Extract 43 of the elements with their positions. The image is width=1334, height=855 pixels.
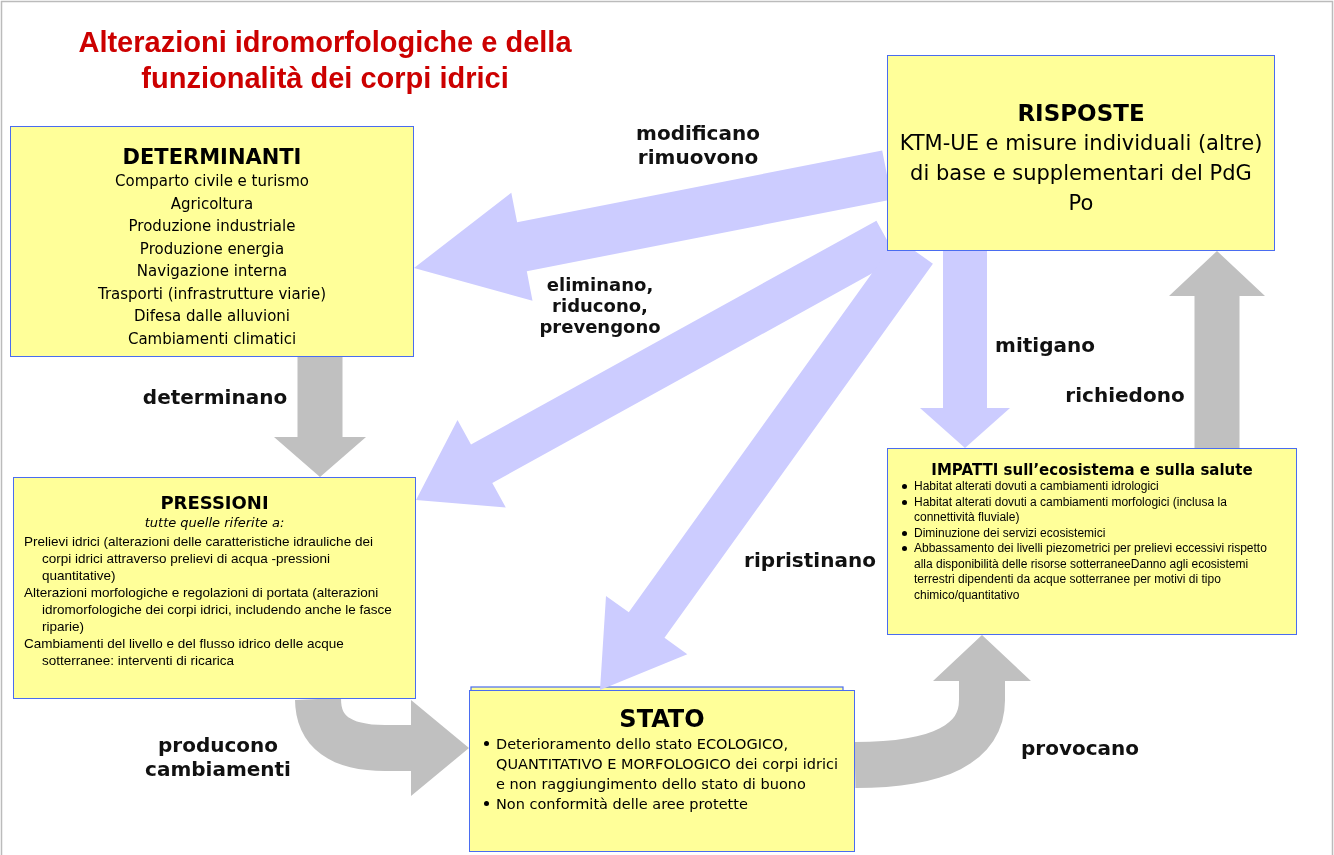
list-item: Non conformità delle aree protette	[496, 794, 749, 814]
box-title: IMPATTI sull’ecosistema e sulla salute	[930, 461, 1254, 479]
box-text: Prelievi idrici (alterazioni delle caratteristiche idrauliche dei corpi idrici attraverso prelievi di acqua -pressioni quantitative)	[24, 532, 374, 584]
box-title: STATO	[618, 705, 706, 734]
box-title: DETERMINANTI	[121, 145, 303, 171]
box-text: Cambiamenti climatici	[126, 328, 298, 350]
text-box	[13, 477, 416, 699]
list-item: Diminuzione dei servizi ecosistemici	[914, 525, 1107, 541]
list-item: Deterioramento dello stato ECOLOGICO, QUANTITATIVO E MORFOLOGICO dei corpi idrici e non raggiungimento dello stato di buono	[496, 734, 840, 794]
text-box	[469, 690, 855, 852]
list-item: Habitat alterati dovuti a cambiamenti idrologici	[914, 479, 1160, 495]
box-title: PRESSIONI	[159, 492, 270, 514]
box-text: Difesa dalle alluvioni	[133, 306, 291, 328]
box-text: Produzione industriale	[127, 216, 297, 238]
box-text: Alterazioni morfologiche e regolazioni di portata (alterazioni idromorfologiche dei corpi idrici, includendo anche le fasce riparie)	[24, 583, 393, 635]
list-item: Abbassamento dei livelli piezometrici per prelievi eccessivi rispetto alla disponibilità delle risorse sotterraneeDanno agli ecosistemi terrestri dipendenti da acque sotterranee per motivi di tipo chimico/quantitativo	[914, 541, 1268, 603]
box-text: Agricoltura	[169, 193, 255, 215]
block-arrow	[1169, 251, 1265, 448]
text-box	[887, 448, 1297, 635]
block-arrow	[274, 357, 366, 477]
edge-label: provocano	[1021, 736, 1139, 760]
list-item: Habitat alterati dovuti a cambiamenti morfologici (inclusa la connettività fluviale)	[914, 494, 1228, 526]
text-box	[10, 126, 414, 357]
box-text: Produzione energia	[138, 238, 286, 260]
block-arrow	[920, 251, 1010, 448]
edge-label: modificano rimuovono	[636, 121, 760, 169]
edge-label: richiedono	[1065, 383, 1185, 407]
box-text: Trasporti (infrastrutture viarie)	[96, 283, 328, 305]
diagram-title: Alterazioni idromorfologiche e della funzionalità dei corpi idrici	[77, 25, 573, 96]
text-box	[887, 55, 1275, 251]
box-text: Comparto civile e turismo	[114, 171, 310, 193]
edge-label: ripristinano	[744, 548, 876, 572]
edge-label: mitigano	[995, 333, 1095, 357]
edge-label: eliminano, riducono, prevengono	[539, 273, 661, 337]
box-text: Navigazione interna	[135, 261, 289, 283]
box-text: tutte quelle riferite a:	[143, 513, 286, 531]
edge-label: producono cambiamenti	[145, 733, 291, 781]
block-arrow	[295, 698, 469, 796]
edge-label: determinano	[142, 385, 288, 409]
box-text: KTM-UE e misure individuali (altre) di base e supplementari del PdG Po	[898, 129, 1264, 217]
box-title: RISPOSTE	[1016, 100, 1146, 128]
block-arrow	[854, 635, 1031, 788]
box-text: Cambiamenti del livello e del flusso idrico delle acque sotterranee: interventi di ricarica	[24, 634, 345, 669]
